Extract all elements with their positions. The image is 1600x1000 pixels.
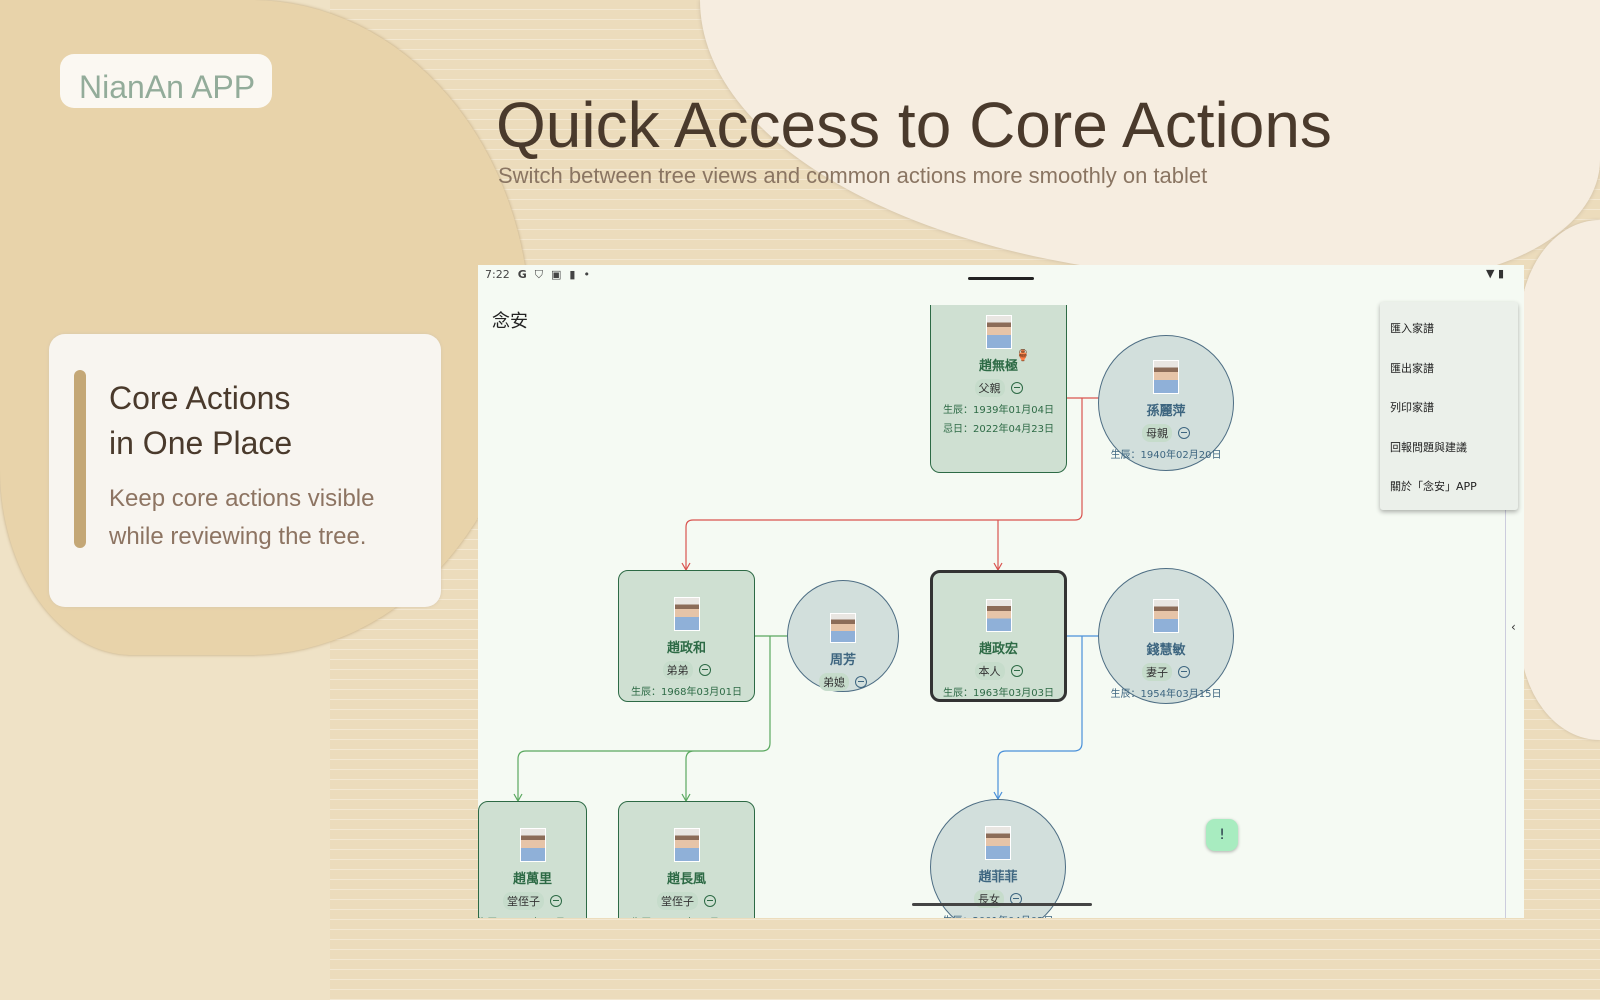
birth-date: 生辰：1954年03月15日 xyxy=(1110,689,1222,700)
tree-node[interactable]: 錢慧敏 妻子生辰：1954年03月15日 xyxy=(1098,568,1234,704)
person-name: 孫麗萍 xyxy=(1146,404,1186,419)
camera-notch xyxy=(968,277,1034,280)
relation-label: 本人 xyxy=(974,662,1005,680)
relation-label: 弟弟 xyxy=(662,661,693,679)
tree-node[interactable]: 趙政宏 本人生辰：1963年03月03日 xyxy=(930,570,1067,702)
background-shape xyxy=(1520,220,1600,740)
avatar xyxy=(985,315,1012,349)
status-right: ▼ ▮ xyxy=(1486,267,1504,280)
a-icon: ▣ xyxy=(550,268,562,281)
card-body: Keep core actions visible while reviewin… xyxy=(109,485,375,550)
feature-card: Core Actions in One Place Keep core acti… xyxy=(49,334,441,607)
connector-line xyxy=(685,397,1099,570)
birth-date: 生辰：2002年03月03日 xyxy=(631,914,742,918)
relation-label: 弟媳 xyxy=(819,673,849,691)
tree-node[interactable]: 趙無極🏺 父親生辰：1939年01月04日忌日：2022年04月23日 xyxy=(930,305,1067,473)
avatar xyxy=(673,597,700,631)
status-bar: 7:22 G ⛉ ▣ ▮ • xyxy=(485,268,590,282)
avatar xyxy=(1153,360,1179,394)
avatar xyxy=(1153,599,1179,633)
menu-item-print[interactable]: 列印家譜 xyxy=(1390,401,1434,414)
person-name: 錢慧敏 xyxy=(1146,643,1186,658)
birth-date: 生辰：2006年03月02日 xyxy=(478,914,588,918)
overflow-menu: 匯入家譜 匯出家譜 列印家譜 回報問題與建議 關於「念安」APP xyxy=(1380,302,1518,510)
google-icon: G xyxy=(517,268,527,281)
collapse-icon[interactable] xyxy=(704,895,716,907)
card-title: Core Actions in One Place xyxy=(109,380,293,461)
birth-date: 生辰：1939年01月04日 xyxy=(943,405,1054,416)
person-name: 趙政宏 xyxy=(978,642,1018,657)
subheadline: Switch between tree views and common act… xyxy=(498,163,1208,188)
person-name: 趙菲菲 xyxy=(978,870,1018,885)
shield-icon: ⛉ xyxy=(534,268,543,281)
avatar xyxy=(519,828,546,862)
tablet-screen: 7:22 G ⛉ ▣ ▮ • ▼ ▮ 念安 趙無極🏺 父親生辰：1939年01月… xyxy=(478,265,1524,918)
tree-node[interactable]: 趙政和 弟弟生辰：1968年03月01日 xyxy=(618,570,755,702)
collapse-icon[interactable] xyxy=(698,664,711,676)
gesture-nav-bar[interactable] xyxy=(912,903,1092,906)
person-name: 趙長風 xyxy=(666,872,706,887)
tree-node[interactable]: 趙菲菲 長女生辰：2001年04月02日 xyxy=(930,799,1066,918)
avatar xyxy=(673,828,700,862)
brand-badge: NianAn APP xyxy=(60,54,272,108)
birth-date: 生辰：1940年02月20日 xyxy=(1110,450,1222,461)
app-title: 念安 xyxy=(492,311,528,332)
collapse-icon[interactable] xyxy=(1178,427,1190,439)
tree-node[interactable]: 趙萬里 堂侄子生辰：2006年03月02日 xyxy=(478,801,587,918)
collapse-icon[interactable] xyxy=(1010,382,1023,394)
collapse-icon[interactable] xyxy=(855,676,867,688)
birth-date: 生辰：2001年04月02日 xyxy=(943,912,1054,918)
connector-line xyxy=(517,635,787,801)
relation-label: 母親 xyxy=(1142,424,1172,442)
person-name: 周芳 xyxy=(829,653,856,668)
collapse-icon[interactable] xyxy=(1010,665,1023,677)
person-name: 趙萬里 xyxy=(512,872,552,887)
tree-node[interactable]: 孫麗萍 母親生辰：1940年02月20日 xyxy=(1098,335,1234,471)
person-name: 趙政和 xyxy=(666,641,706,656)
wifi-icon: ▼ xyxy=(1485,267,1495,280)
collapse-icon[interactable] xyxy=(1178,666,1190,678)
tree-node[interactable]: 趙長風 堂侄子生辰：2002年03月03日 xyxy=(618,801,755,918)
tree-node[interactable]: 周芳 弟媳 xyxy=(787,580,899,692)
avatar xyxy=(985,599,1012,632)
birth-date: 生辰：1968年03月01日 xyxy=(631,687,742,698)
status-time: 7:22 xyxy=(485,268,510,281)
feedback-icon: ! xyxy=(1219,827,1225,843)
menu-item-about[interactable]: 關於「念安」APP xyxy=(1390,480,1477,493)
connector-line xyxy=(997,635,1099,799)
death-date: 忌日：2022年04月23日 xyxy=(943,424,1054,435)
avatar xyxy=(985,826,1011,860)
collapse-icon[interactable] xyxy=(550,895,562,907)
side-panel-edge xyxy=(1505,325,1506,918)
dot-icon: • xyxy=(583,268,590,281)
menu-item-import[interactable]: 匯入家譜 xyxy=(1390,322,1434,335)
relation-label: 父親 xyxy=(974,379,1005,397)
menu-item-export[interactable]: 匯出家譜 xyxy=(1390,361,1434,375)
incense-icon: 🏺 xyxy=(1016,349,1030,362)
battery-icon: ▮ xyxy=(1497,267,1504,280)
chevron-left-icon[interactable]: ‹ xyxy=(1511,620,1516,634)
relation-label: 堂侄子 xyxy=(657,892,698,910)
accent-bar xyxy=(74,370,86,548)
birth-date: 生辰：1963年03月03日 xyxy=(943,688,1054,699)
feedback-button[interactable]: ! xyxy=(1206,819,1238,851)
person-name: 趙無極 xyxy=(978,359,1018,374)
avatar xyxy=(830,613,856,643)
relation-label: 堂侄子 xyxy=(503,892,544,910)
headline: Quick Access to Core Actions xyxy=(496,89,1332,161)
sd-card-icon: ▮ xyxy=(569,268,576,281)
relation-label: 妻子 xyxy=(1142,663,1172,681)
menu-item-feedback[interactable]: 回報問題與建議 xyxy=(1390,440,1467,454)
